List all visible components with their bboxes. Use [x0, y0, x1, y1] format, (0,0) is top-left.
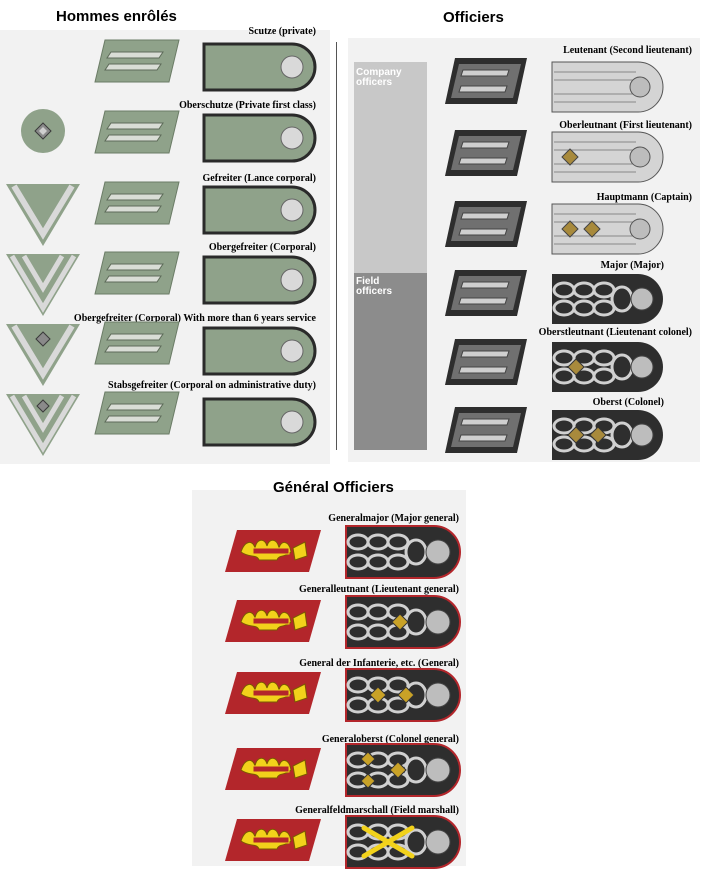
double-chevron-star-insignia — [4, 392, 82, 458]
general-collar-tab — [223, 746, 323, 792]
general-braided-shoulder-board — [344, 594, 462, 650]
officer-collar-tab — [443, 128, 529, 178]
officer-rank-label: Oberstleutnant (Lieutenant colonel) — [538, 327, 692, 338]
officer-braided-shoulder-board — [550, 272, 666, 326]
star-disc-insignia — [20, 108, 66, 154]
enlisted-heading: Hommes enrôlés — [56, 8, 177, 25]
enlisted-rank-label: Scutze (private) — [248, 26, 316, 37]
general-braided-shoulder-board — [344, 524, 462, 580]
enlisted-shoulder-strap — [202, 397, 318, 447]
general-rank-label: Generalleutnant (Lieutenant general) — [299, 584, 459, 595]
general-rank-label: Generalmajor (Major general) — [328, 513, 459, 524]
officer-rank-label: Major (Major) — [600, 260, 664, 271]
general-collar-tab — [223, 817, 323, 863]
chevron-insignia — [4, 182, 82, 248]
enlisted-shoulder-strap — [202, 255, 318, 305]
officer-rank-label: Hauptmann (Captain) — [596, 192, 692, 203]
enlisted-collar-tab — [93, 390, 181, 436]
general-rank-label: Generaloberst (Colonel general) — [321, 734, 459, 745]
officers-heading: Officiers — [443, 9, 504, 26]
officer-collar-tab — [443, 56, 529, 106]
enlisted-rank-label: Obergefreiter (Corporal) — [208, 242, 316, 253]
company-officers-label: Company officers — [356, 67, 402, 88]
chevron-star-insignia — [4, 322, 82, 388]
enlisted-collar-tab — [93, 180, 181, 226]
field-officers-bar: Field officers — [354, 273, 427, 450]
general-collar-tab — [223, 598, 323, 644]
enlisted-shoulder-strap — [202, 326, 318, 376]
enlisted-rank-label: Oberschutze (Private first class) — [179, 100, 316, 111]
enlisted-rank-label: Stabsgefreiter (Corporal on administrati… — [108, 380, 316, 391]
generals-heading: Général Officiers — [273, 479, 394, 496]
officer-shoulder-board — [550, 130, 666, 184]
enlisted-collar-tab — [93, 109, 181, 155]
officer-collar-tab — [443, 337, 529, 387]
officer-rank-label: Oberleutnant (First lieutenant) — [559, 120, 692, 131]
general-collar-tab — [223, 670, 323, 716]
enlisted-collar-tab — [93, 38, 181, 84]
enlisted-collar-tab — [93, 320, 181, 366]
enlisted-rank-label: Gefreiter (Lance corporal) — [202, 173, 316, 184]
officer-rank-label: Leutenant (Second lieutenant) — [563, 45, 692, 56]
general-braided-shoulder-board — [344, 667, 462, 723]
section-divider — [336, 42, 337, 450]
officer-collar-tab — [443, 268, 529, 318]
officer-shoulder-board — [550, 60, 666, 114]
company-officers-bar: Company officers — [354, 62, 427, 273]
enlisted-collar-tab — [93, 250, 181, 296]
general-braided-shoulder-board — [344, 742, 462, 798]
enlisted-rank-label: Obergefreiter (Corporal) With more than … — [73, 313, 316, 324]
officer-braided-shoulder-board — [550, 408, 666, 462]
enlisted-shoulder-strap — [202, 42, 318, 92]
double-chevron-insignia — [4, 252, 82, 318]
general-collar-tab — [223, 528, 323, 574]
officer-collar-tab — [443, 405, 529, 455]
general-rank-label: Generalfeldmarschall (Field marshall) — [295, 805, 459, 816]
officer-rank-label: Oberst (Colonel) — [592, 397, 664, 408]
enlisted-shoulder-strap — [202, 185, 318, 235]
officer-shoulder-board — [550, 202, 666, 256]
officer-collar-tab — [443, 199, 529, 249]
field-officers-label: Field officers — [356, 276, 393, 297]
enlisted-shoulder-strap — [202, 113, 318, 163]
officer-braided-shoulder-board — [550, 340, 666, 394]
general-braided-shoulder-board — [344, 814, 462, 870]
general-rank-label: General der Infanterie, etc. (General) — [299, 658, 459, 669]
